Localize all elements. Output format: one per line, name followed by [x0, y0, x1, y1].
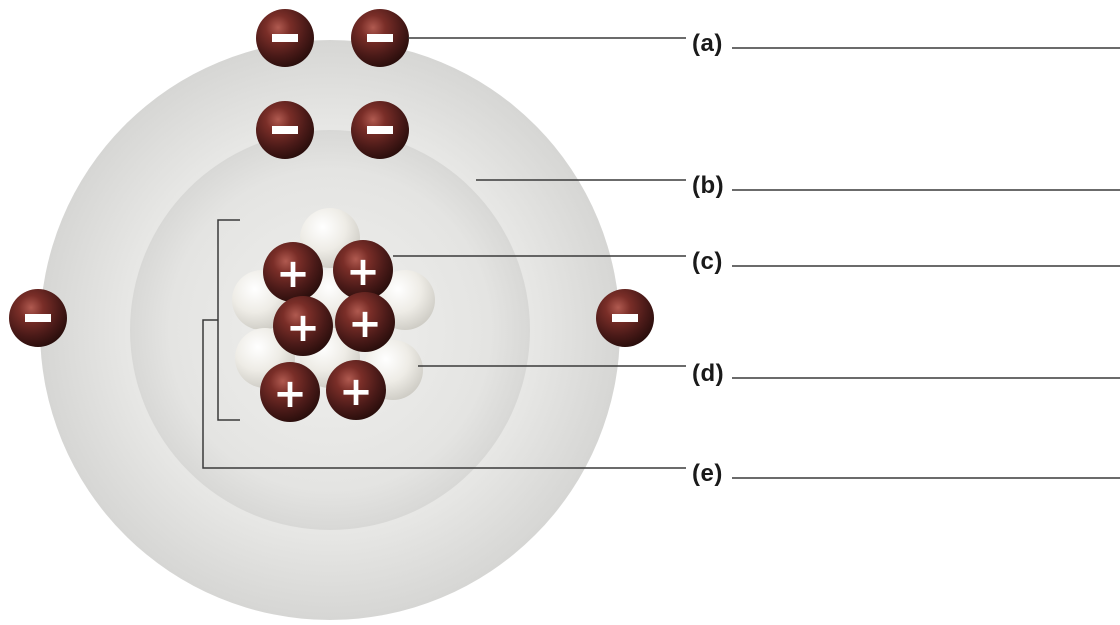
leader-line-e [202, 319, 686, 469]
electron [9, 289, 67, 347]
proton: + [263, 242, 323, 302]
electron [596, 289, 654, 347]
proton-sign: + [339, 369, 373, 415]
proton: + [335, 292, 395, 352]
proton-sign: + [348, 301, 382, 347]
label-a: (a) [692, 30, 723, 57]
electron [351, 101, 409, 159]
electron [256, 101, 314, 159]
proton: + [273, 296, 333, 356]
electron [256, 9, 314, 67]
proton: + [326, 360, 386, 420]
label-e: (e) [692, 460, 723, 487]
proton-sign: + [346, 249, 380, 295]
label-c: (c) [692, 248, 723, 275]
electron [351, 9, 409, 67]
label-d: (d) [692, 360, 725, 387]
proton: + [260, 362, 320, 422]
label-b: (b) [692, 172, 725, 199]
proton-sign: + [276, 251, 310, 297]
proton: + [333, 240, 393, 300]
proton-sign: + [273, 371, 307, 417]
proton-sign: + [286, 305, 320, 351]
